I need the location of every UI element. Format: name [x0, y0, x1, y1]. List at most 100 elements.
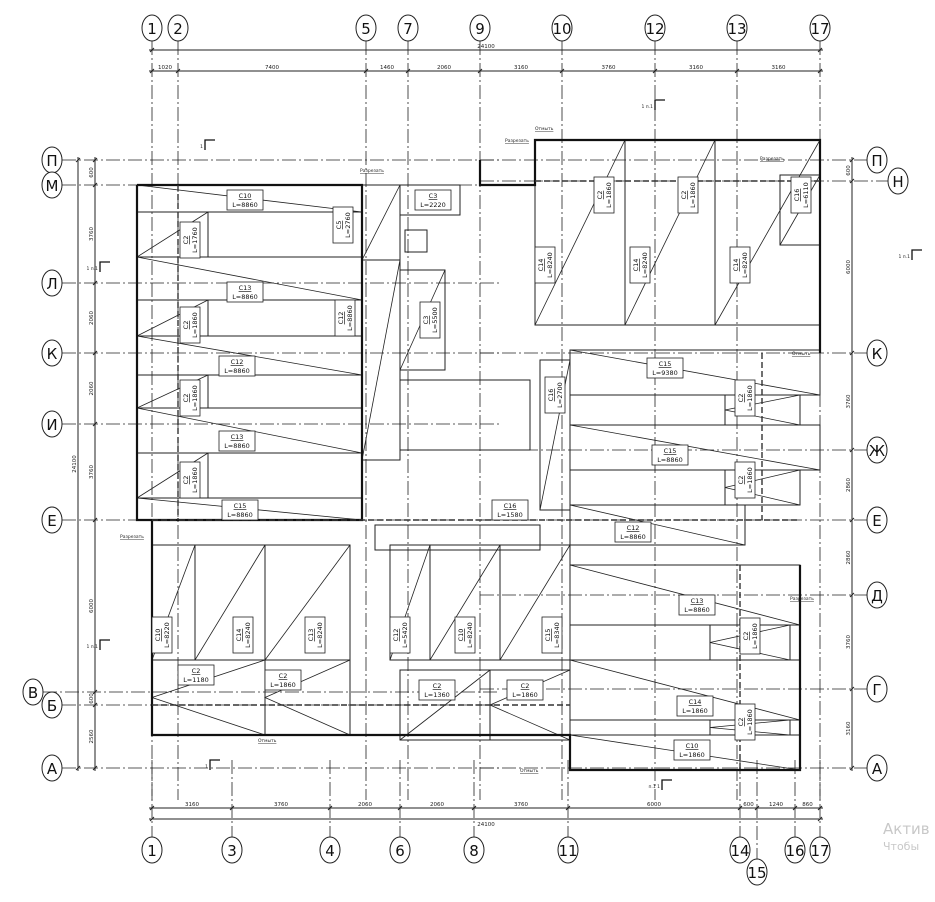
slab-diagonal [724, 469, 801, 506]
axis-left-Е-circle [41, 506, 63, 534]
axis-top-10-label: 10 [552, 20, 571, 38]
annotation-note: Разрезать [120, 534, 144, 540]
dim-tick [175, 68, 181, 74]
dim-bottom-text: 600 [743, 802, 754, 808]
dim-right-text: 6000 [846, 260, 852, 274]
axis-top-12-label: 12 [645, 20, 664, 38]
dim-tick [75, 157, 81, 163]
dim-bottom-text: 3760 [514, 802, 528, 808]
panel-mark: С14 [537, 259, 545, 272]
slab-diagonal [709, 719, 791, 736]
panel-mark: С2 [182, 321, 190, 330]
dim-tick [92, 350, 98, 356]
section-cut-mark [209, 759, 220, 770]
panel-mark: С14 [732, 259, 740, 272]
axis-right-А-label: А [872, 760, 883, 778]
panel-label-box [454, 616, 476, 654]
panel-label-С3: С3L=2220 [414, 189, 452, 211]
axis-left-Л-circle [41, 269, 63, 297]
dim-tick [149, 816, 155, 822]
panel-label-box [179, 379, 201, 417]
panel-mark: С2 [433, 682, 442, 690]
slab-panel [399, 184, 461, 216]
dim-tick [734, 68, 740, 74]
panel-label-box [226, 281, 264, 303]
axis-left-А-label: А [47, 760, 58, 778]
panel-mark: С16 [793, 189, 801, 202]
dim-tick [92, 157, 98, 163]
dim-bottom-text: 1240 [769, 802, 783, 808]
panel-mark: С2 [192, 667, 201, 675]
axis-right-П-circle [866, 146, 888, 174]
section-mark-label: п.1 1 [648, 784, 660, 790]
panel-mark: С2 [596, 191, 604, 200]
axis-bottom-15-circle [746, 858, 768, 886]
axis-right-Ж-circle [866, 436, 888, 464]
panel-label-box [676, 695, 714, 717]
panel-length: L=1860 [679, 751, 705, 759]
panel-mark: С2 [182, 236, 190, 245]
panel-mark: С2 [737, 476, 745, 485]
slab-diagonal [709, 624, 791, 661]
axis-bottom-16-circle [784, 836, 806, 864]
axis-left-П-label: П [46, 152, 57, 170]
panel-length: L=6110 [802, 182, 810, 208]
section-mark-label: 1 п.1 [898, 254, 910, 260]
dim-tick [817, 816, 823, 822]
panel-length: L=1860 [512, 691, 538, 699]
axis-top-7-circle [397, 14, 419, 42]
panel-mark: С15 [544, 629, 552, 642]
axis-left-Л-label: Л [46, 275, 57, 293]
panel-length: L=1860 [689, 182, 697, 208]
dim-tick [559, 68, 565, 74]
panel-length: L=8860 [227, 511, 253, 519]
dim-left-text: 6000 [89, 599, 95, 613]
dim-left-total-text: 24100 [72, 455, 78, 473]
slab-diagonal [264, 544, 351, 661]
panel-length: L=1860 [191, 385, 199, 411]
axis-right-А-circle [866, 754, 888, 782]
panel-label-box [218, 430, 256, 452]
dim-tick [149, 47, 155, 53]
panel-label-box [221, 499, 259, 521]
dim-left-text: 600 [89, 693, 95, 704]
panel-mark: С12 [392, 629, 400, 642]
axis-top-9-label: 9 [475, 20, 485, 38]
panel-mark: С16 [547, 389, 555, 402]
axis-left-Е-label: Е [47, 512, 56, 530]
axis-top-2-circle [167, 14, 189, 42]
axis-bottom-11-label: 11 [558, 842, 577, 860]
panel-label-box [739, 617, 761, 655]
panel-mark: С2 [279, 672, 288, 680]
slab-diagonal [534, 139, 626, 326]
annotation-note: Отмыть [258, 738, 277, 744]
axis-left-К-circle [41, 339, 63, 367]
panel-label-box [646, 357, 684, 379]
panel-label-С2: С2L=1180 [177, 664, 215, 686]
dim-tick [817, 47, 823, 53]
dim-left-text: 3760 [89, 227, 95, 241]
slab-diagonal [569, 349, 821, 396]
axis-bottom-6-circle [389, 836, 411, 864]
slab-diagonal [136, 335, 363, 376]
panel-mark: С2 [737, 718, 745, 727]
axis-top-13-label: 13 [727, 20, 746, 38]
axis-right-К-circle [866, 339, 888, 367]
panel-length: L=1860 [746, 467, 754, 493]
